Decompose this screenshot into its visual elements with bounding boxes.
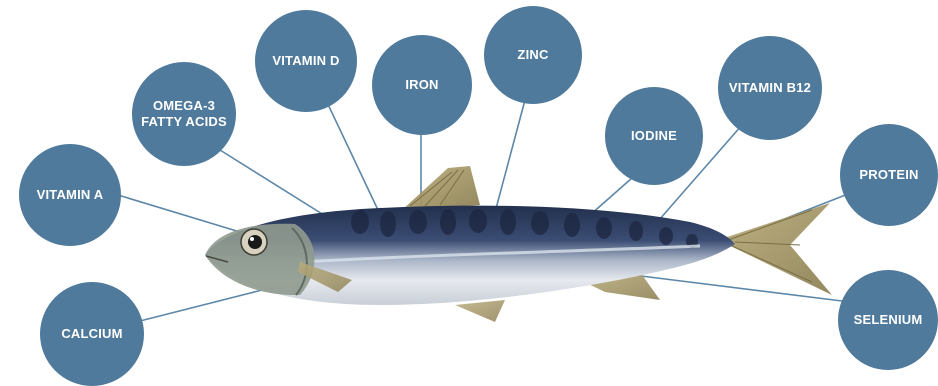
connector-iodine — [590, 178, 632, 215]
connector-calcium — [136, 290, 262, 322]
iodine-bubble: IODINE — [605, 87, 703, 185]
selenium-bubble: SELENIUM — [838, 270, 938, 370]
connector-omega3 — [220, 150, 335, 222]
connector-vitamin-a — [118, 195, 240, 232]
zinc-bubble: ZINC — [484, 6, 582, 104]
connector-vitamin-d — [325, 98, 378, 210]
protein-bubble: PROTEIN — [840, 124, 938, 226]
vitamin-a-bubble: VITAMIN A — [19, 144, 121, 246]
calcium-bubble: CALCIUM — [40, 282, 144, 386]
omega3-bubble: OMEGA-3 FATTY ACIDS — [132, 62, 236, 166]
iron-bubble: IRON — [372, 35, 472, 135]
vitamin-d-bubble: VITAMIN D — [255, 10, 357, 112]
vitamin-b12-bubble: VITAMIN B12 — [718, 36, 822, 140]
fish-illustration — [205, 166, 832, 322]
